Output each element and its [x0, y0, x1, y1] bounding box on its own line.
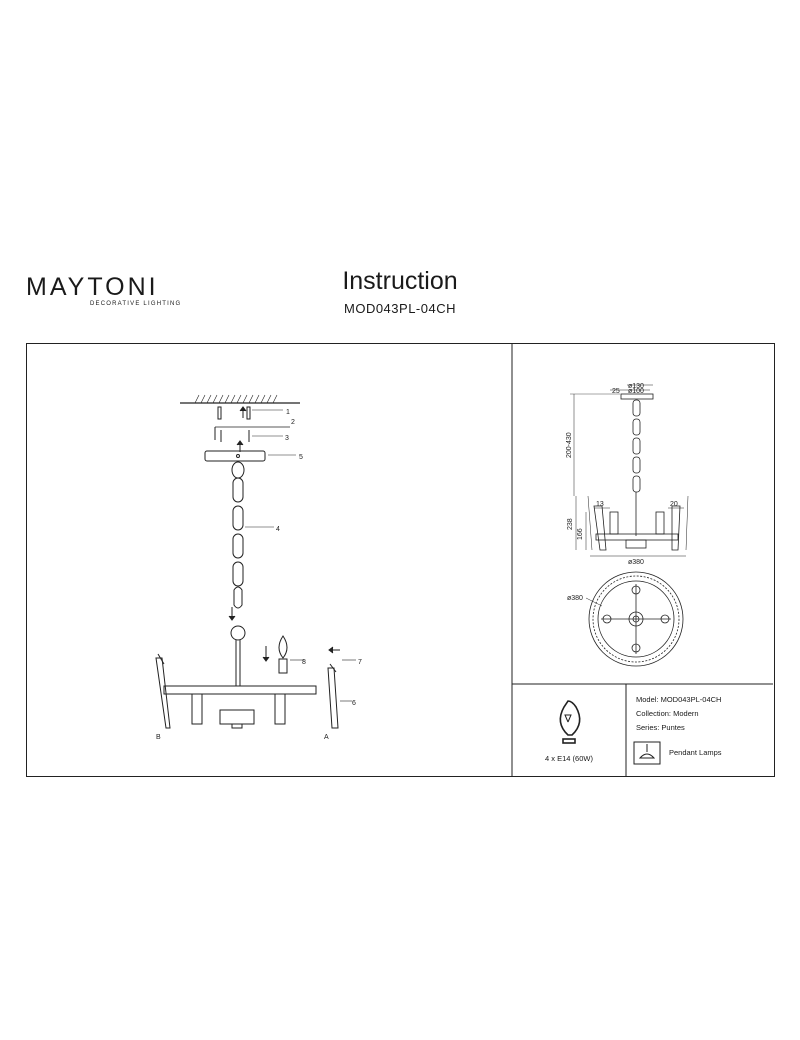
spec-model: Model: MOD043PL-04CH — [636, 695, 722, 704]
model-code: MOD043PL-04CH — [344, 301, 456, 316]
dim-canopy-inner: ø100 — [628, 388, 644, 395]
instruction-sheet — [26, 343, 775, 777]
dim-width: ø380 — [628, 559, 644, 566]
dim-chain-length: 200-430 — [566, 432, 573, 458]
dim-canopy-outer: ø130 — [628, 383, 644, 390]
brand-logo: MAYTONI — [26, 273, 159, 301]
dim-plan-diameter: ø380 — [567, 595, 583, 602]
lamp-spec: 4 x E14 (60W) — [545, 754, 593, 763]
spec-collection: Collection: Modern — [636, 709, 699, 718]
assembly-diagram — [155, 394, 356, 729]
callout-7: 7 — [358, 659, 362, 666]
dim-socket-offset: 13 — [596, 501, 604, 508]
spec-series: Series: Puntes — [636, 723, 685, 732]
spec-type: Pendant Lamps — [669, 748, 722, 757]
callout-3: 3 — [285, 435, 289, 442]
dim-body-height: 238 — [567, 518, 574, 530]
dim-frame-height: 166 — [577, 528, 584, 540]
dimension-drawing — [570, 384, 689, 667]
callout-4: 4 — [276, 526, 280, 533]
label-a: A — [324, 734, 329, 741]
dim-panel-width: 20 — [670, 501, 678, 508]
dim-canopy-height: 25 — [612, 388, 620, 395]
bulb-icon — [559, 700, 581, 744]
page-title: Instruction — [342, 267, 458, 295]
label-b: B — [156, 734, 161, 741]
callout-2: 2 — [291, 419, 295, 426]
callout-8: 8 — [302, 659, 306, 666]
callout-1: 1 — [286, 409, 290, 416]
callout-5: 5 — [299, 454, 303, 461]
pendant-lamp-icon — [633, 741, 661, 765]
callout-6: 6 — [352, 700, 356, 707]
brand-tagline: DECORATIVE LIGHTING — [90, 301, 182, 307]
